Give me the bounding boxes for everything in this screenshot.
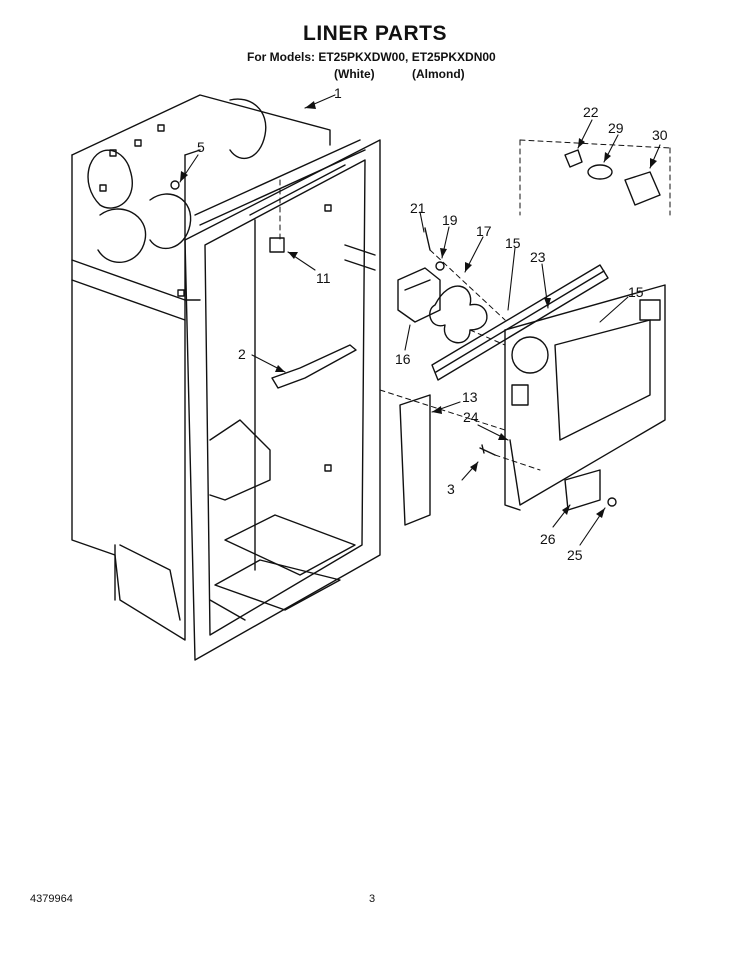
part-25-screw [607,497,617,507]
part-23-grille [431,264,609,381]
part-24-evaporator-cover [504,284,666,511]
callout-21: 21 [410,200,426,216]
callout-29: 29 [608,120,624,136]
page-number: 3 [369,893,376,905]
part-13-duct [399,394,431,526]
part-5-screw [170,180,180,190]
variant-almond: (Almond) [412,67,465,81]
page-title: LINER PARTS [303,22,447,45]
arrowheads [180,101,657,518]
callout-3: 3 [447,481,455,497]
callout-15: 15 [505,235,521,251]
callout-15b: 15 [628,284,644,300]
variant-white: (White) [334,67,375,81]
callout-26: 26 [540,531,556,547]
fan-assembly [397,227,488,344]
callout-17: 17 [476,223,492,239]
part-3-screw [479,444,496,456]
callout-24: 24 [463,409,479,425]
callout-22: 22 [583,104,599,120]
callout-2: 2 [238,346,246,362]
callout-13: 13 [462,389,478,405]
callout-19: 19 [442,212,458,228]
part-2-bracket [271,344,357,389]
part-11-switch [269,237,285,253]
callout-25: 25 [567,547,583,563]
liner-cabinet [71,94,381,661]
part-26-plate [564,469,601,511]
callout-16: 16 [395,351,411,367]
document-number: 4379964 [30,893,73,905]
reference-lines [279,139,671,471]
light-assembly [564,149,661,206]
callout-23: 23 [530,249,546,265]
callout-labels: 1 5 11 2 21 19 17 15 23 15 16 13 24 3 26… [197,85,668,563]
callout-30: 30 [652,127,668,143]
callout-5: 5 [197,139,205,155]
models-line: For Models: ET25PKXDW00, ET25PKXDN00 [247,50,496,64]
callout-1: 1 [334,85,342,101]
callout-11: 11 [316,270,331,286]
